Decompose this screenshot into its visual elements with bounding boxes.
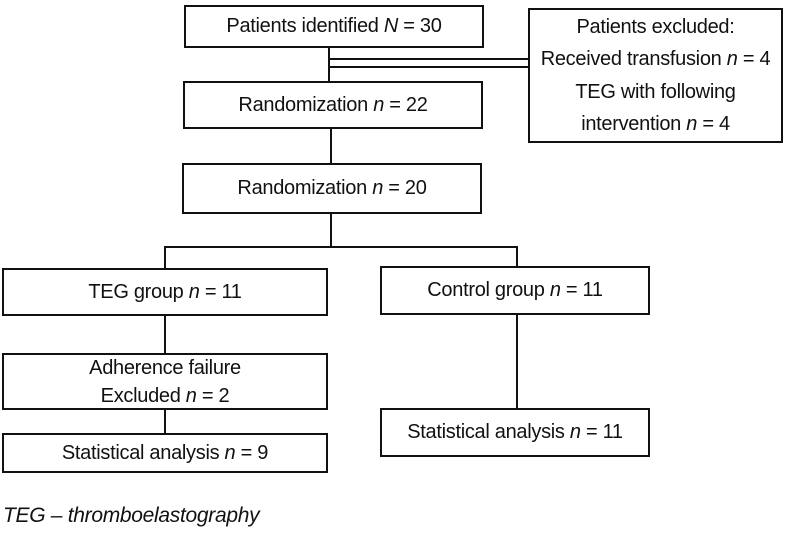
- box-statistical-analysis-control: Statistical analysis n = 11: [380, 408, 650, 457]
- connector-to-excluded-lower-line: [328, 66, 530, 68]
- connector-control-to-stat11: [516, 314, 518, 410]
- box-randomization-20: Randomization n = 20: [182, 163, 482, 214]
- box-statistical-analysis-teg-label: Statistical analysis n = 9: [61, 441, 269, 464]
- box-randomization-22: Randomization n = 22: [183, 81, 483, 129]
- abbreviation-footnote: TEG – thromboelastography: [3, 504, 260, 527]
- box-teg-group: TEG group n = 11: [2, 268, 328, 316]
- box-patients-excluded-line: Received transfusion n = 4: [540, 48, 771, 71]
- box-teg-group-label: TEG group n = 11: [88, 280, 242, 303]
- box-patients-excluded-line: Patients excluded:: [576, 15, 735, 38]
- connector-identified-to-rand22: [328, 48, 330, 81]
- box-patients-identified: Patients identified N = 30: [184, 5, 484, 48]
- box-control-group-label: Control group n = 11: [427, 279, 603, 301]
- connector-teg-to-adherence: [164, 315, 166, 355]
- box-statistical-analysis-control-label: Statistical analysis n = 11: [407, 421, 623, 443]
- box-adherence-failure-line: Excluded n = 2: [100, 384, 230, 407]
- connector-branch-horizontal: [164, 246, 518, 248]
- box-adherence-failure-line: Adherence failure: [89, 356, 241, 379]
- box-statistical-analysis-teg: Statistical analysis n = 9: [2, 433, 328, 473]
- connector-adherence-to-stat9: [164, 409, 166, 435]
- box-control-group: Control group n = 11: [380, 266, 650, 315]
- box-adherence-failure: Adherence failure Excluded n = 2: [2, 353, 328, 410]
- connector-rand20-to-branch: [330, 213, 332, 248]
- box-randomization-22-label: Randomization n = 22: [238, 93, 428, 116]
- connector-to-excluded-upper-line: [328, 58, 530, 60]
- box-randomization-20-label: Randomization n = 20: [237, 177, 427, 199]
- connector-branch-to-control-group: [516, 246, 518, 268]
- connector-branch-to-teg-group: [164, 246, 166, 270]
- connector-rand22-to-rand20: [330, 128, 332, 164]
- box-patients-excluded-line: TEG with following: [575, 80, 736, 103]
- box-patients-excluded: Patients excluded: Received transfusion …: [528, 8, 783, 143]
- box-patients-identified-label: Patients identified N = 30: [226, 15, 442, 37]
- box-patients-excluded-line: intervention n = 4: [581, 112, 730, 135]
